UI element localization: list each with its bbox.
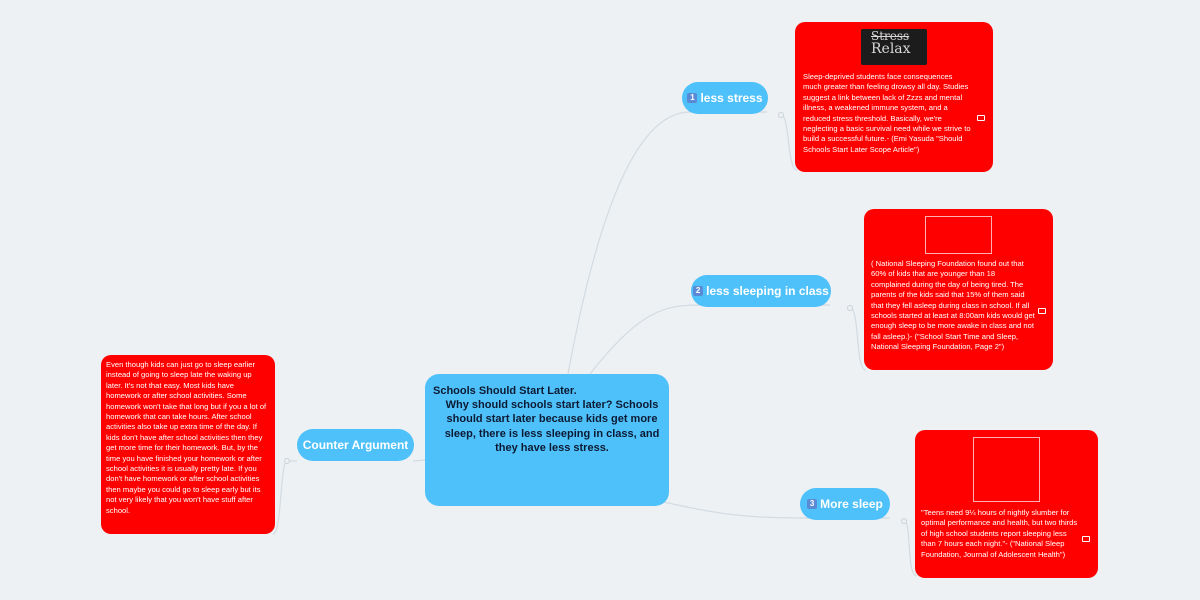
broken-image-placeholder: [973, 437, 1040, 502]
topic-more-sleep[interactable]: 3 More sleep: [800, 488, 890, 520]
link-icon[interactable]: [1082, 536, 1090, 542]
image-text-relax: Relax: [871, 41, 911, 57]
link-icon[interactable]: [977, 115, 985, 121]
note-less-stress[interactable]: Stress Relax Sleep-deprived students fac…: [795, 22, 993, 172]
topic-more-sleep-label: More sleep: [820, 497, 883, 511]
broken-image-placeholder: [925, 216, 992, 254]
link-icon[interactable]: [1038, 308, 1046, 314]
central-title: Schools Should Start Later.: [433, 385, 577, 397]
note-more-sleep[interactable]: "Teens need 9¼ hours of nightly slumber …: [915, 430, 1098, 578]
central-question: Why should schools start later? Schools …: [444, 399, 660, 454]
topic-counter-argument-label: Counter Argument: [302, 438, 409, 452]
number-badge-1: 1: [687, 93, 698, 103]
note-less-sleeping-text: ( National Sleeping Foundation found out…: [871, 259, 1035, 352]
note-counter-argument-text: Even though kids can just go to sleep ea…: [106, 360, 267, 515]
stress-relax-image: Stress Relax: [861, 29, 927, 65]
note-more-sleep-text: "Teens need 9¼ hours of nightly slumber …: [921, 508, 1078, 559]
note-less-sleeping[interactable]: ( National Sleeping Foundation found out…: [864, 209, 1053, 370]
number-badge-3: 3: [807, 499, 818, 509]
note-counter-argument[interactable]: Even though kids can just go to sleep ea…: [101, 355, 275, 534]
topic-less-stress[interactable]: 1 less stress: [682, 82, 768, 114]
topic-less-stress-label: less stress: [700, 91, 763, 105]
topic-less-sleeping-label: less sleeping in class: [706, 284, 829, 298]
topic-counter-argument[interactable]: Counter Argument: [297, 429, 414, 461]
central-topic[interactable]: Schools Should Start Later. Why should s…: [425, 374, 669, 506]
note-less-stress-text: Sleep-deprived students face consequence…: [803, 72, 971, 154]
topic-less-sleeping-in-class[interactable]: 2 less sleeping in class: [691, 275, 831, 307]
image-text-stress: Stress: [871, 29, 910, 43]
number-badge-2: 2: [693, 286, 704, 296]
